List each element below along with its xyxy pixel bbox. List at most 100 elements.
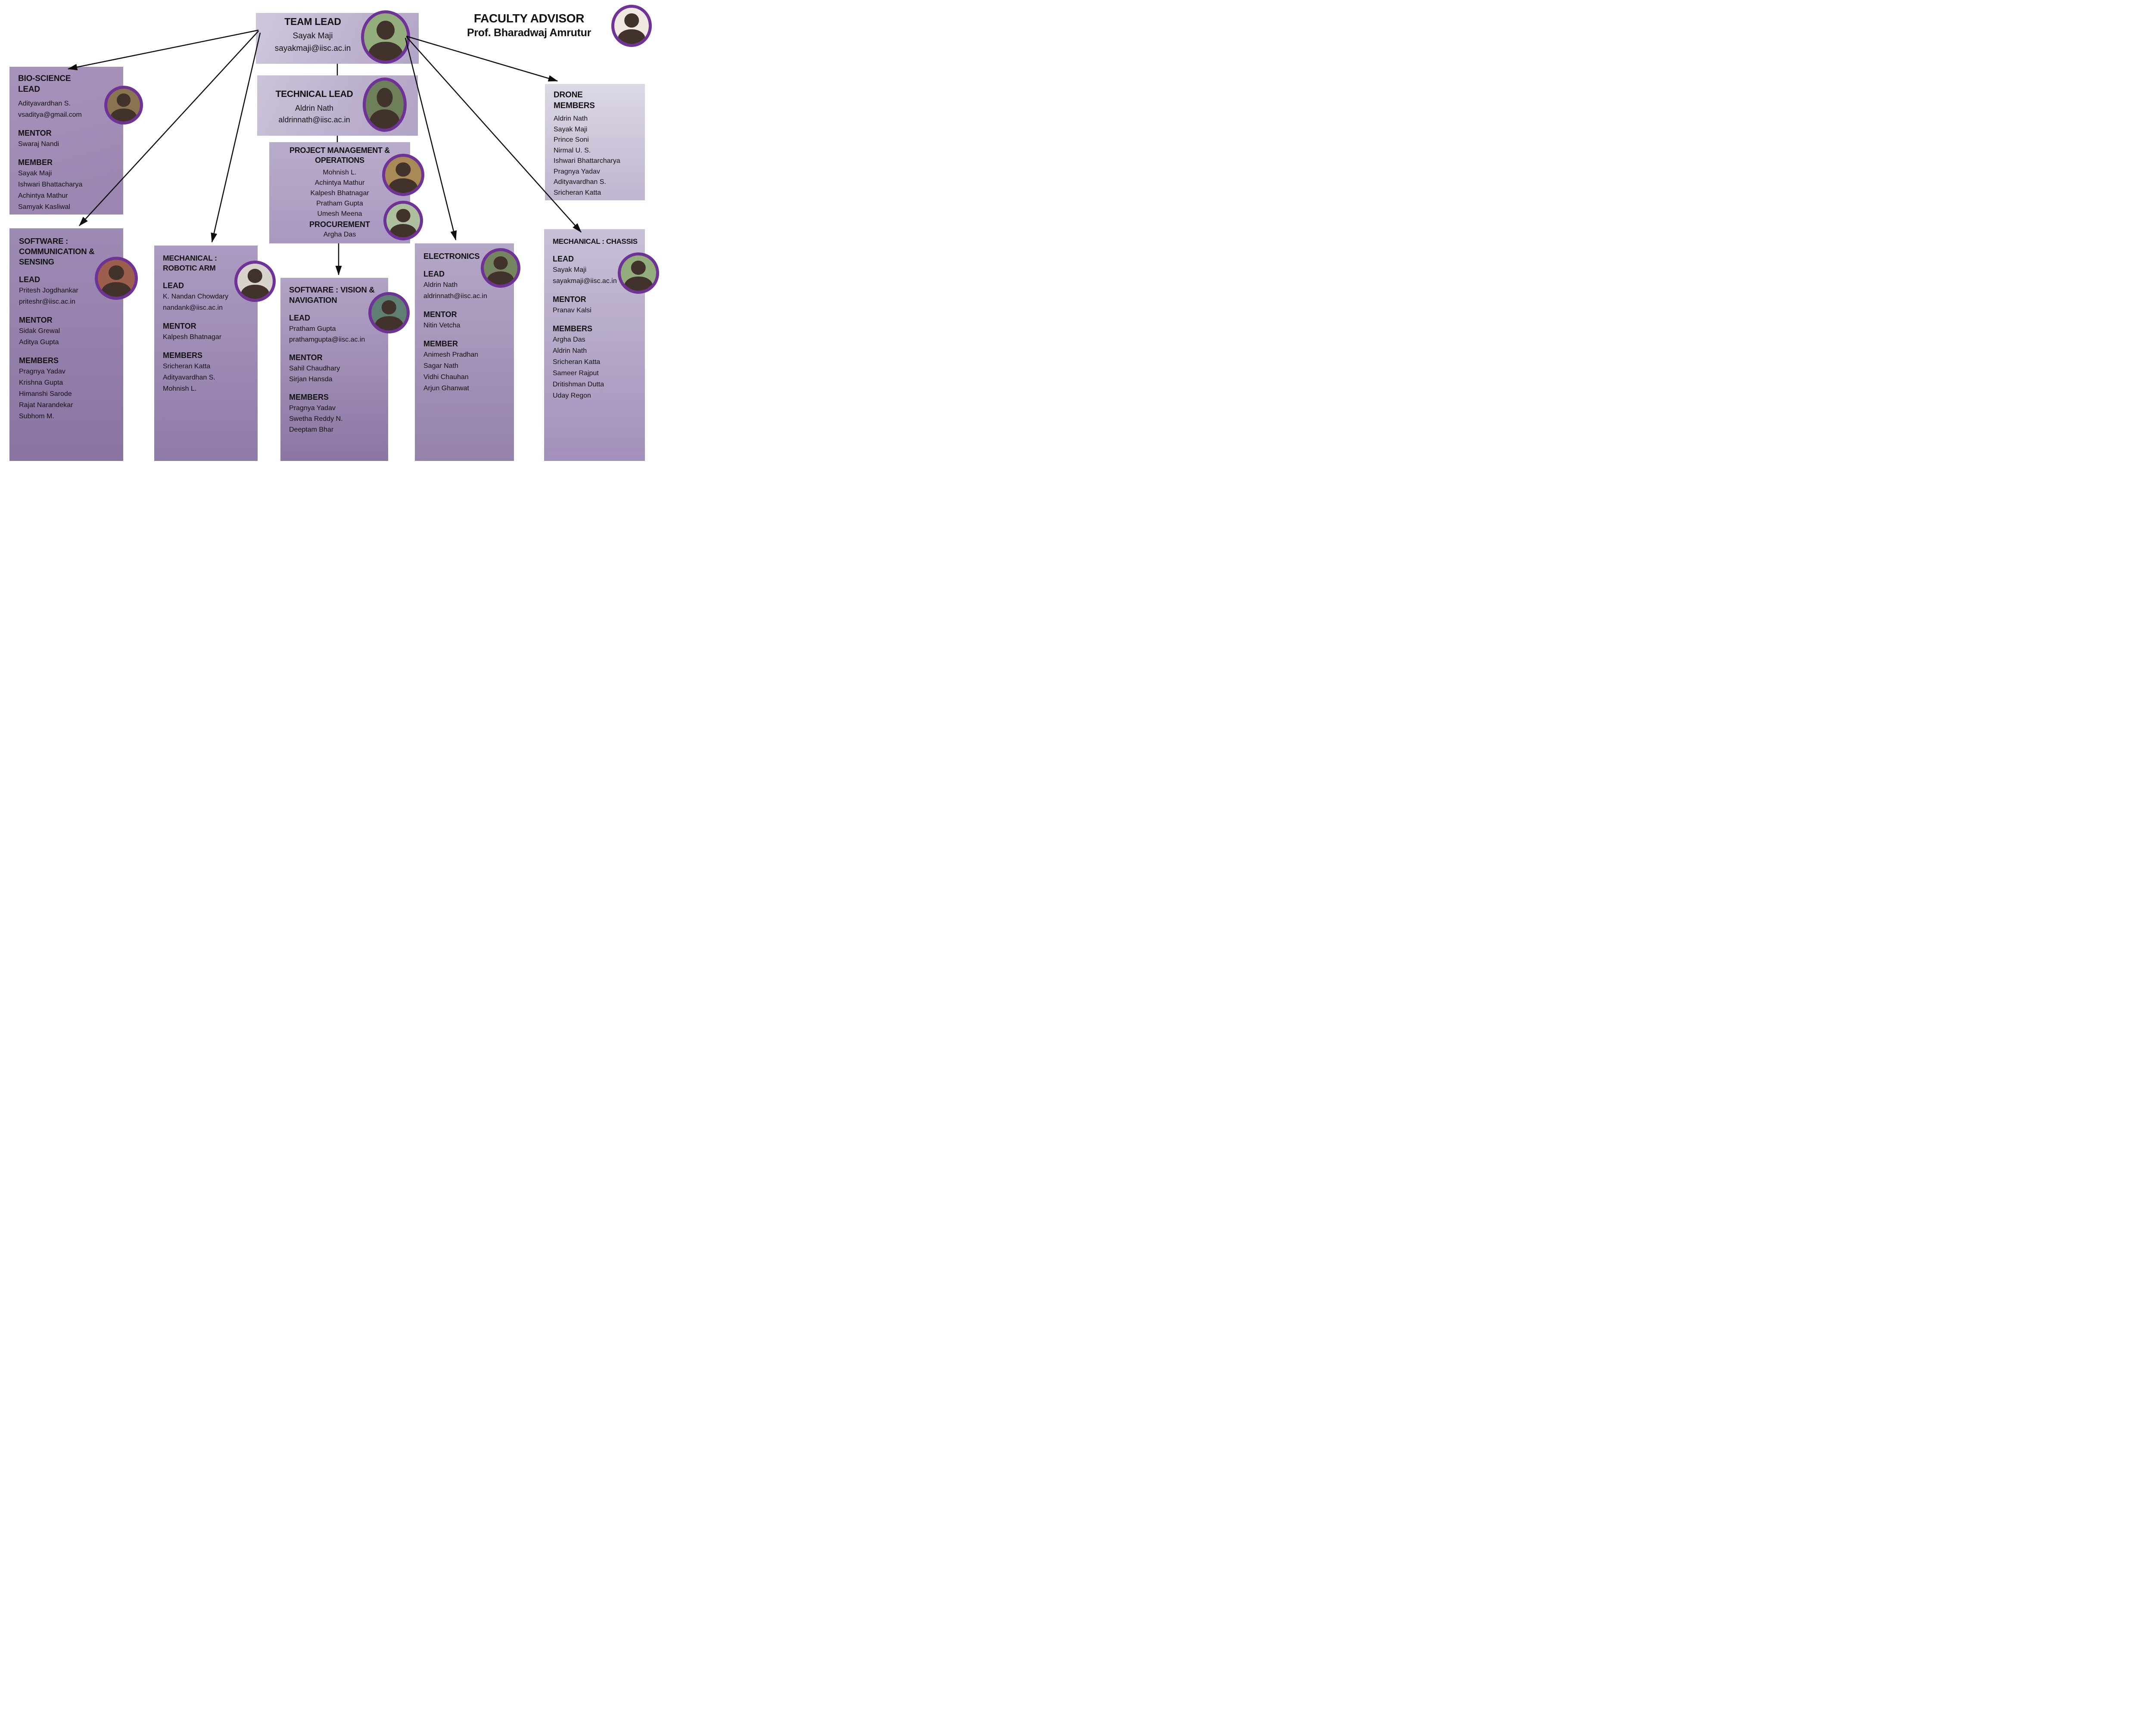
person-line: Ishwari Bhattacharya	[18, 181, 83, 189]
person-line: Subhom M.	[19, 413, 54, 420]
section-heading: MEMBERS	[163, 351, 203, 360]
person-line: Vidhi Chauhan	[423, 373, 469, 381]
arrow-teamlead-to-drone	[406, 35, 558, 82]
arrow-teamlead-to-robotic-arm	[211, 32, 261, 243]
technical-lead-email: aldrinnath@iisc.ac.in	[278, 115, 350, 124]
person-line: Himanshi Sarode	[19, 390, 72, 398]
pm-ops-photo-2	[383, 201, 423, 240]
person-line: Aldrin Nath	[554, 115, 588, 123]
person-silhouette-icon	[368, 42, 403, 61]
person-line: Sricheran Katta	[553, 358, 601, 366]
person-silhouette-icon	[110, 108, 137, 121]
pm-ops-title: PROJECT MANAGEMENT & OPERATIONS	[289, 146, 390, 165]
arrow-teamlead-to-bioscience	[67, 29, 259, 71]
person-silhouette-icon	[487, 271, 514, 285]
faculty-advisor-photo	[611, 5, 652, 47]
person-line: prathamgupta@iisc.ac.in	[289, 336, 365, 344]
person-line: Pragnya Yadav	[289, 404, 336, 412]
person-line: Mohnish L.	[323, 168, 357, 176]
person-line: Arjun Ghanwat	[423, 385, 469, 392]
team-lead-title: TEAM LEAD	[284, 16, 341, 27]
technical-lead-title: TECHNICAL LEAD	[275, 89, 353, 99]
person-silhouette-icon	[241, 285, 269, 299]
person-silhouette-icon	[377, 20, 395, 40]
pm-ops-photo-1	[382, 154, 424, 196]
person-line: Pragnya Yadav	[19, 368, 65, 376]
person-line: Animesh Pradhan	[423, 351, 479, 359]
chassis-lead-photo	[618, 252, 659, 294]
person-line: aldrinnath@iisc.ac.in	[423, 292, 487, 300]
faculty-advisor-title: FACULTY ADVISOR	[473, 12, 585, 25]
person-line: Pritesh Jogdhankar	[19, 287, 78, 295]
person-line: Sayak Maji	[18, 170, 52, 177]
section-heading: MENTOR	[18, 129, 52, 138]
vision-nav-title: SOFTWARE : VISION & NAVIGATION	[289, 285, 375, 305]
person-line: Adityavardhan S.	[18, 100, 71, 108]
person-line: Kalpesh Bhatnagar	[163, 333, 222, 341]
person-silhouette-icon	[117, 93, 131, 107]
technical-lead-name: Aldrin Nath	[295, 104, 334, 112]
person-line: Prince Soni	[554, 136, 589, 144]
person-line: Sagar Nath	[423, 362, 458, 370]
person-line: Kalpesh Bhatnagar	[310, 189, 369, 197]
person-silhouette-icon	[389, 178, 418, 193]
person-line: Nirmal U. S.	[554, 146, 591, 154]
section-heading: LEAD	[289, 314, 310, 323]
sw-comm-title: SOFTWARE : COMMUNICATION & SENSING	[19, 236, 95, 267]
faculty-advisor-block: FACULTY ADVISOR Prof. Bharadwaj Amrutur	[456, 11, 602, 40]
person-silhouette-icon	[101, 282, 131, 297]
faculty-advisor-name: Prof. Bharadwaj Amrutur	[467, 27, 591, 39]
team-lead-photo	[361, 10, 410, 64]
person-silhouette-icon	[618, 29, 645, 44]
person-line: Aldrin Nath	[553, 347, 587, 355]
person-line: Ishwari Bhattarcharya	[554, 157, 620, 165]
section-heading: MENTOR	[19, 316, 53, 325]
section-heading: LEAD	[19, 275, 40, 284]
procurement-title: PROCUREMENT	[309, 220, 370, 229]
person-silhouette-icon	[624, 13, 639, 28]
person-line: Samyak Kasliwal	[18, 203, 70, 211]
section-heading: MEMBER	[18, 158, 53, 167]
robotic-arm-lead-photo	[234, 261, 276, 302]
person-silhouette-icon	[396, 208, 411, 222]
section-heading: MENTOR	[289, 353, 323, 362]
person-line: Dritishman Dutta	[553, 381, 604, 389]
person-line: Sricheran Katta	[554, 189, 601, 196]
section-heading: MENTOR	[423, 310, 457, 319]
chassis-title: MECHANICAL : CHASSIS	[553, 237, 638, 246]
person-line: nandank@iisc.ac.in	[163, 304, 223, 311]
person-silhouette-icon	[247, 269, 263, 283]
section-heading: LEAD	[553, 255, 574, 264]
electronics-title: ELECTRONICS	[423, 252, 480, 261]
person-line: Achintya Mathur	[18, 192, 68, 200]
person-line: Swetha Reddy N.	[289, 415, 343, 423]
person-silhouette-icon	[381, 300, 397, 315]
person-line: Sayak Maji	[553, 266, 587, 274]
person-line: Argha Das	[323, 230, 356, 238]
section-heading: MEMBERS	[19, 356, 59, 365]
electronics-lead-photo	[481, 248, 520, 288]
person-silhouette-icon	[375, 316, 403, 330]
person-line: Adityavardhan S.	[163, 373, 215, 381]
person-line: Adityavardhan S.	[554, 178, 606, 186]
person-silhouette-icon	[493, 256, 508, 270]
team-lead-email: sayakmaji@iisc.ac.in	[274, 44, 351, 53]
person-line: K. Nandan Chowdary	[163, 292, 229, 300]
bio-science-title: BIO-SCIENCE LEAD	[18, 74, 71, 94]
section-heading: LEAD	[163, 281, 184, 290]
person-line: Swaraj Nandi	[18, 140, 59, 148]
team-lead-name: Sayak Maji	[293, 31, 333, 40]
procurement-names: Argha Das	[269, 230, 410, 240]
sw-comm-lead-photo	[95, 257, 138, 300]
section-heading: MEMBERS	[553, 324, 593, 333]
person-silhouette-icon	[631, 261, 646, 275]
person-line: Aditya Gupta	[19, 339, 59, 346]
person-line: Krishna Gupta	[19, 379, 63, 387]
